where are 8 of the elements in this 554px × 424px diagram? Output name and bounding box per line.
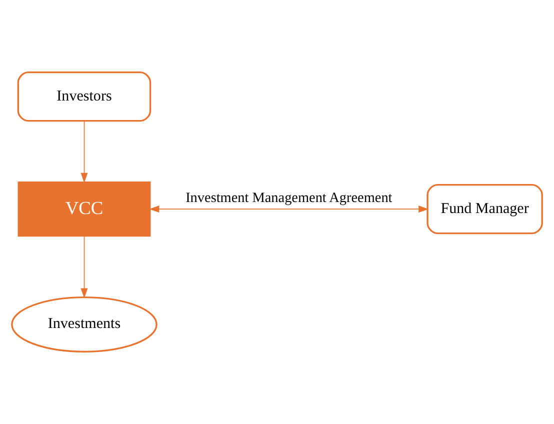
node-box: VCC (18, 181, 151, 237)
node-ellipse: Investments (11, 296, 158, 352)
edge-label: Investment Management Agreement (186, 190, 392, 206)
arrow (80, 236, 88, 298)
arrow (80, 120, 88, 183)
node-box: Fund Manager (426, 184, 543, 234)
node-box: Investors (17, 72, 152, 122)
arrow (149, 206, 429, 213)
